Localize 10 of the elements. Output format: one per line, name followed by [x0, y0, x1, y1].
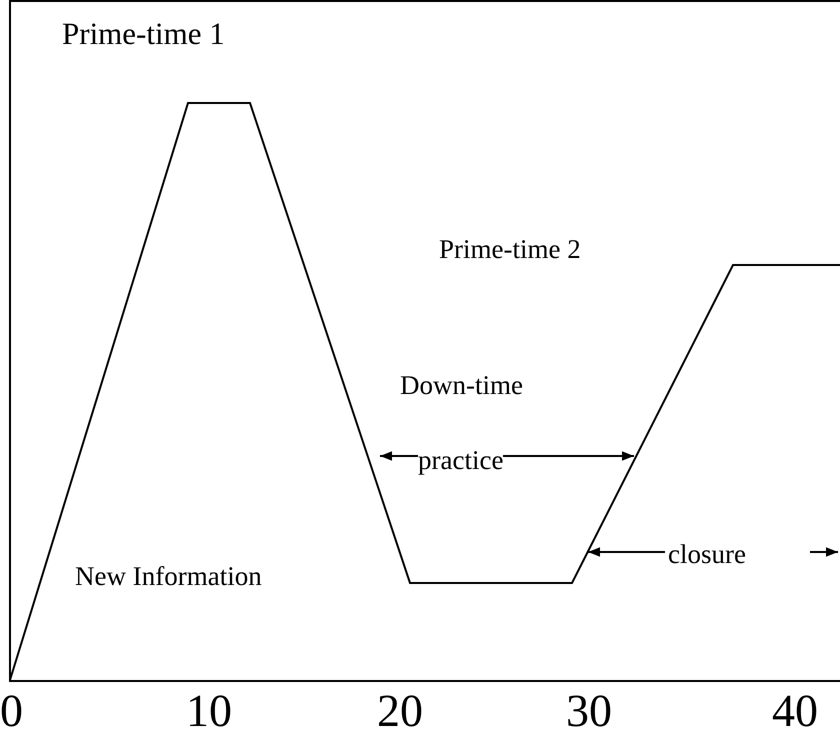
axis-tick-label: 30 — [566, 688, 612, 734]
curve-label: New Information — [75, 563, 262, 590]
dimension-label: closure — [668, 541, 746, 568]
curve-label: Prime-time 2 — [439, 236, 581, 263]
axis-tick-label: 10 — [186, 688, 232, 734]
curve-label: Down-time — [400, 372, 523, 399]
curve-label: Prime-time 1 — [62, 18, 225, 49]
axis-tick-label: 20 — [377, 688, 423, 734]
axis-tick-label: 0 — [0, 688, 23, 734]
axis-tick-label: 40 — [772, 688, 818, 734]
